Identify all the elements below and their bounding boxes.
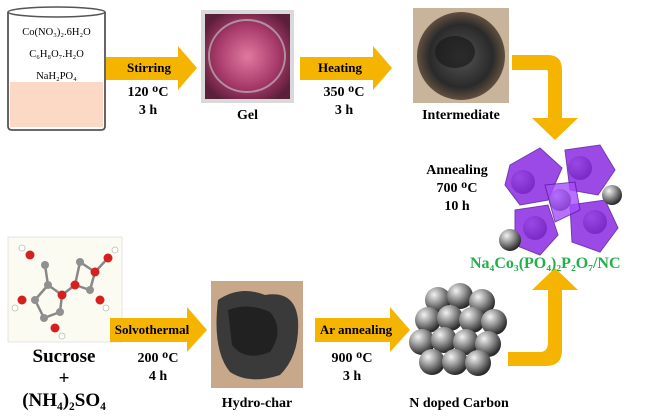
ar-annealing-label: Ar annealing xyxy=(319,322,393,337)
stirring-label: Stirring xyxy=(126,60,172,75)
hydrochar-photo xyxy=(211,281,303,388)
annealing-temp: 700 ᴼC xyxy=(436,181,478,196)
annealing-label: Annealing xyxy=(426,163,488,178)
gel-photo xyxy=(201,10,294,103)
stirring-conditions: 120 ᴼC 3 h xyxy=(118,84,178,120)
gel-label: Gel xyxy=(237,108,258,123)
sucrose-label: Sucrose xyxy=(32,346,96,367)
reagents-list: Co(NO₃)₂.6H₂O C₆H₈O₇.H₂O NaH₂PO₄ xyxy=(10,22,103,88)
annealing-time: 10 h xyxy=(444,199,470,214)
solvothermal-arrow xyxy=(110,307,207,352)
heating-label: Heating xyxy=(317,60,363,75)
intermediate-label: Intermediate xyxy=(422,108,500,123)
heating-temp: 350 ᴼC xyxy=(323,85,365,100)
bend-arrow-down xyxy=(512,55,578,140)
solvothermal-time: 4 h xyxy=(148,369,168,384)
product-crystal-icon xyxy=(499,144,622,256)
intermediate-photo xyxy=(413,8,509,103)
bend-arrow-up xyxy=(508,268,578,366)
stirring-arrow xyxy=(106,46,197,90)
stirring-time: 3 h xyxy=(138,103,158,118)
precursors: Sucrose + (NH₄)₂SO₄ xyxy=(4,346,124,412)
ammonium-sulfate-label: (NH₄)₂SO₄ xyxy=(22,390,106,411)
beaker-icon xyxy=(7,6,106,131)
stirring-temp: 120 ᴼC xyxy=(127,85,169,100)
ar-annealing-conditions: 900 ᴼC 3 h xyxy=(322,350,382,386)
heating-conditions: 350 ᴼC 3 h xyxy=(314,84,374,120)
reagent-citric-acid: C₆H₈O₇.H₂O xyxy=(29,49,84,60)
plus-sign: + xyxy=(58,368,70,389)
solvothermal-temp: 200 ᴼC xyxy=(137,351,179,366)
annealing-conditions: Annealing 700 ᴼC 10 h xyxy=(418,162,496,216)
solvothermal-label: Solvothermal xyxy=(114,322,190,337)
heating-time: 3 h xyxy=(334,103,354,118)
reagent-cobalt-nitrate: Co(NO₃)₂.6H₂O xyxy=(22,27,91,38)
n-doped-carbon-label: N doped Carbon xyxy=(409,396,509,411)
product-formula: Na₄Co₃(PO₄)₂P₂O₇/NC xyxy=(470,255,621,272)
heating-arrow xyxy=(300,46,392,90)
ar-annealing-temp: 900 ᴼC xyxy=(331,351,373,366)
ar-annealing-time: 3 h xyxy=(342,369,362,384)
solvothermal-conditions: 200 ᴼC 4 h xyxy=(128,350,188,386)
ar-annealing-arrow xyxy=(315,307,410,352)
n-doped-carbon-icon xyxy=(409,283,507,376)
hydrochar-label: Hydro-char xyxy=(221,396,293,411)
reagent-sodium-phosphate: NaH₂PO₄ xyxy=(36,71,77,82)
sucrose-molecule-icon xyxy=(7,236,123,343)
